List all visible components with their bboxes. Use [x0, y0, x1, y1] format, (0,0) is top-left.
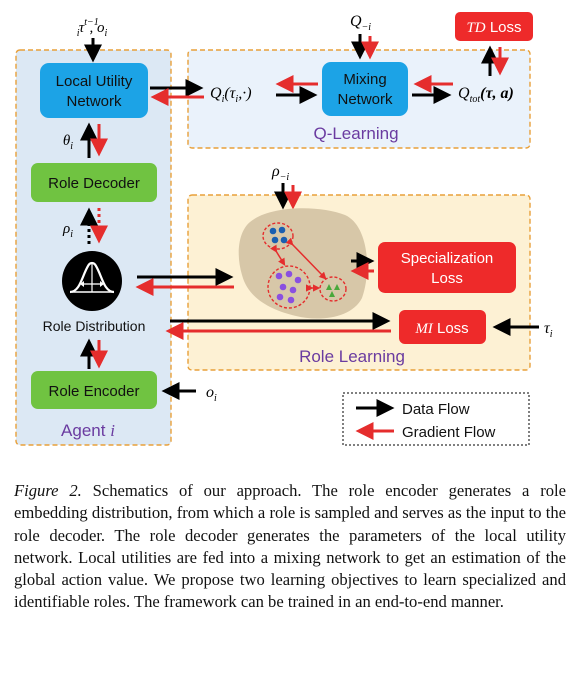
q-minus-i-label: Q−i: [350, 13, 371, 33]
legend-box: [342, 392, 530, 446]
qi-label: Qi(τi,·): [210, 85, 252, 105]
legend: Data Flow Gradient Flow: [342, 392, 530, 446]
td-loss-box: [455, 12, 533, 41]
specialization-label-2: Loss: [431, 270, 463, 287]
role-decoder-box: [31, 163, 157, 202]
role-encoder-box: [31, 371, 157, 409]
qlearning-title: Q-Learning: [313, 124, 398, 143]
theta-label: θi: [63, 133, 73, 152]
gaussian-distribution-icon: [62, 251, 122, 311]
rho-label: ρi: [62, 221, 73, 240]
figure-caption: Figure 2. Schematics of our approach. Th…: [14, 480, 566, 614]
rho-minus-i-label: ρ−i: [271, 163, 289, 183]
specialization-loss-box: [378, 242, 516, 293]
role-distribution-label: Role Distribution: [43, 318, 146, 334]
caption-text: Schematics of our approach. The role enc…: [14, 481, 567, 612]
cluster-link-blue-green: [285, 237, 327, 280]
legend-gradient-flow-label: Gradient Flow: [402, 424, 496, 441]
local-utility-network-box: [40, 63, 148, 118]
caption-label: Figure 2.: [14, 481, 82, 500]
td-loss-label: TD Loss: [466, 19, 521, 36]
cluster-link-blue-purple: [270, 244, 286, 266]
oi-label: oi: [206, 384, 217, 404]
legend-data-flow-label: Data Flow: [402, 401, 470, 418]
mixing-network-box: [322, 62, 408, 116]
local-utility-label-1: Local Utility: [56, 73, 133, 90]
role-decoder-label: Role Decoder: [48, 175, 140, 192]
taui-label: τi: [544, 320, 553, 340]
mixing-label-1: Mixing: [343, 71, 386, 88]
qtot-label: Qtot(τ, a): [458, 85, 514, 105]
agent-title: Agent i: [61, 421, 115, 440]
specialization-label-1: Specialization: [401, 250, 494, 267]
mi-loss-label: MI Loss: [414, 320, 468, 337]
mixing-label-2: Network: [337, 91, 393, 108]
rolelearning-title: Role Learning: [299, 347, 405, 366]
mi-loss-box: [399, 310, 486, 344]
role-encoder-label: Role Encoder: [49, 383, 140, 400]
role-cluster-green: [319, 276, 347, 302]
local-utility-label-2: Network: [66, 93, 122, 110]
